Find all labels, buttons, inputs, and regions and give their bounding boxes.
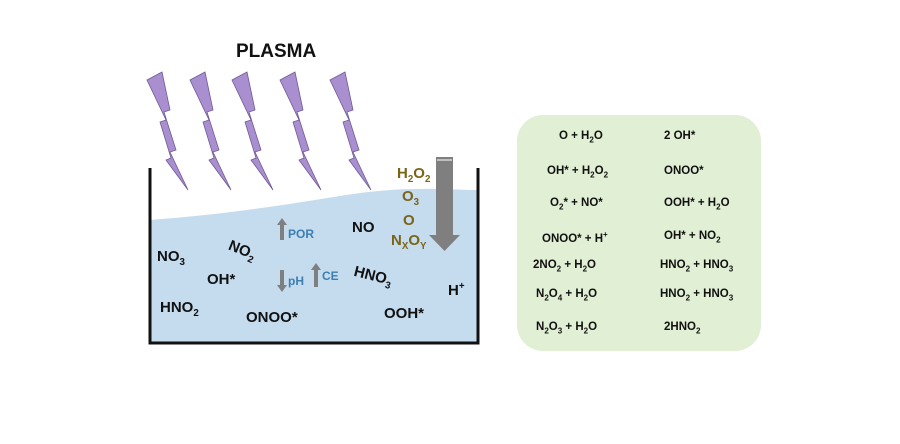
lightning-icon [279, 71, 322, 191]
reaction-5-right: HNO2 + HNO3 [660, 259, 734, 274]
species-h-plus: H+ [448, 281, 465, 299]
lightning-icon [329, 71, 372, 191]
species-h2o2-gas: H2O2 [397, 165, 431, 185]
indicator-por: POR [288, 227, 315, 241]
species-no: NO [352, 219, 375, 236]
species-ooh: OOH* [384, 305, 425, 322]
lightning-icon [146, 71, 189, 191]
reaction-7-left: N2O3 + H2O [536, 321, 598, 336]
reaction-6-right: HNO2 + HNO3 [660, 288, 734, 303]
species-nxoy-gas: NXOY [391, 232, 427, 252]
plasma-title: PLASMA [236, 41, 317, 62]
lightning-icon [231, 71, 274, 191]
reaction-3-left: O2* + NO* [550, 197, 603, 212]
reaction-1-right: 2 OH* [664, 130, 696, 142]
indicator-ce: CE [322, 269, 339, 283]
down-arrow-icon [429, 157, 460, 251]
reactions-panel [517, 115, 761, 351]
species-no3: NO3 [157, 248, 185, 268]
reaction-2-left: OH* + H2O2 [547, 165, 609, 180]
species-onoo: ONOO* [246, 309, 298, 326]
beaker [148, 168, 480, 345]
reaction-4-right: OH* + NO2 [664, 230, 721, 245]
species-hno2: HNO2 [160, 299, 199, 319]
indicator-ph: pH [288, 274, 304, 288]
reaction-2-right: ONOO* [664, 165, 704, 177]
species-oh: OH* [207, 271, 236, 288]
reaction-3-right: OOH* + H2O [664, 197, 730, 212]
species-o-gas: O [403, 212, 415, 229]
ph-down-arrow-icon [277, 270, 287, 292]
lightning-icon [189, 71, 232, 191]
reaction-7-right: 2HNO2 [664, 321, 701, 336]
species-o3-gas: O3 [402, 188, 420, 208]
reaction-1-left: O + H2O [559, 130, 603, 145]
por-up-arrow-icon [277, 218, 287, 240]
reaction-4-left: ONOO* + H+ [542, 230, 608, 245]
lightning-bolts [146, 71, 372, 191]
reaction-5-left: 2NO2 + H2O [533, 259, 596, 274]
ce-up-arrow-icon [311, 263, 321, 287]
reaction-6-left: N2O4 + H2O [536, 288, 598, 303]
